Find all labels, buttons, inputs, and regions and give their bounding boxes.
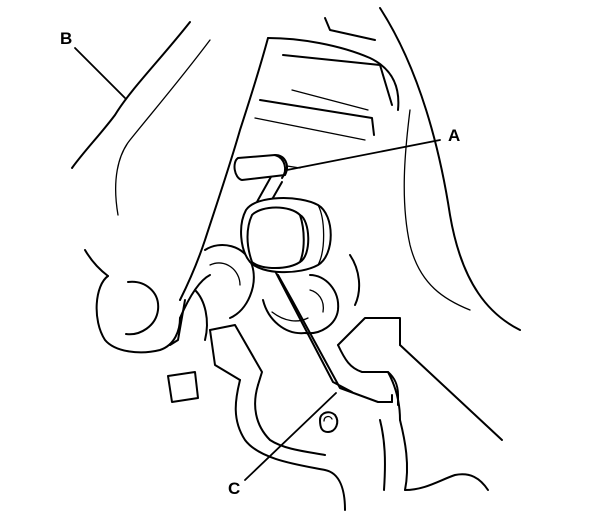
callout-b: B bbox=[60, 29, 72, 48]
pedal-bracket bbox=[179, 17, 400, 306]
part-b-cover bbox=[71, 21, 211, 216]
pivot-shaft bbox=[169, 244, 340, 346]
part-a-pin bbox=[233, 154, 288, 181]
lower-plate bbox=[167, 324, 346, 511]
callout-a: A bbox=[448, 126, 460, 145]
right-lever bbox=[337, 317, 503, 491]
right-panel bbox=[379, 7, 521, 331]
shaft-bushing bbox=[240, 197, 332, 274]
leader-b bbox=[74, 47, 126, 99]
leader-a bbox=[286, 139, 441, 171]
leader-lines bbox=[74, 47, 441, 481]
callout-c: C bbox=[228, 479, 240, 498]
leader-c bbox=[244, 392, 337, 481]
left-arm bbox=[84, 249, 211, 354]
